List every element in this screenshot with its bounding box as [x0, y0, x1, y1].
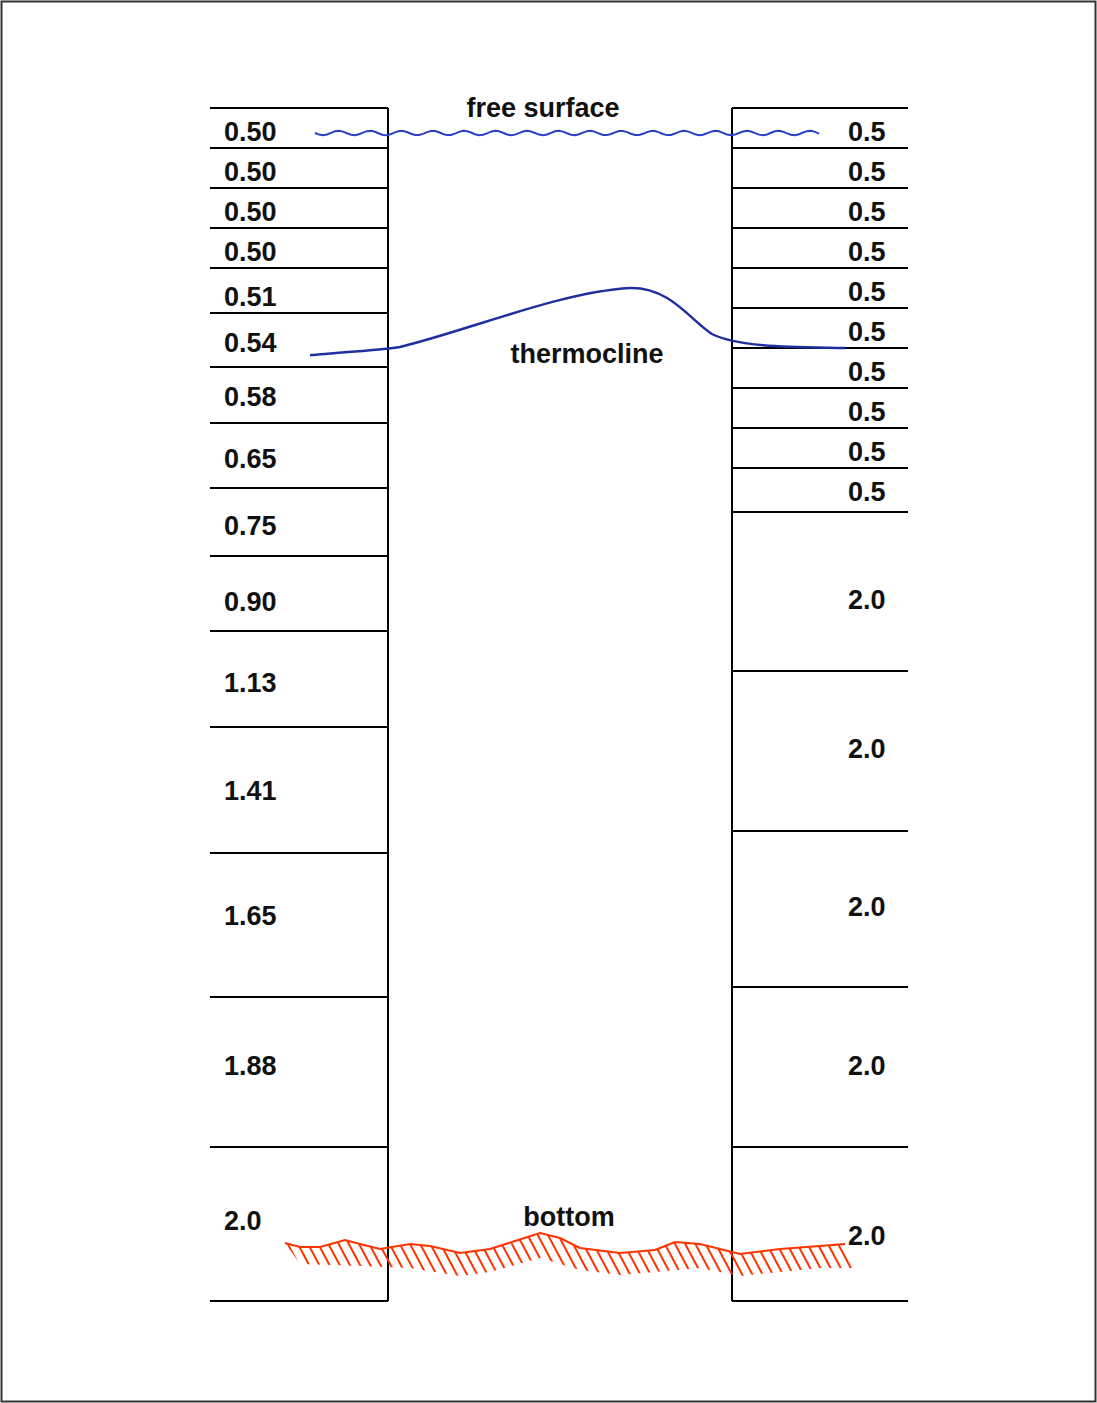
thermocline-label: thermocline [510, 339, 663, 369]
layer-thickness: 2.0 [848, 1051, 886, 1081]
bottom-line [285, 1233, 845, 1254]
layer-thickness: 1.41 [224, 776, 277, 806]
variable-grid [210, 108, 388, 1301]
layer-thickness: 0.54 [224, 328, 277, 358]
layer-thickness: 0.5 [848, 277, 886, 307]
layer-thickness: 2.0 [848, 585, 886, 615]
layer-thickness: 0.5 [848, 237, 886, 267]
layer-thickness: 0.51 [224, 282, 277, 312]
layer-thickness: 1.65 [224, 901, 277, 931]
layer-thickness: 0.75 [224, 511, 277, 541]
layer-thickness: 2.0 [224, 1206, 262, 1236]
surface-label: free surface [466, 93, 619, 123]
bottom-label: bottom [523, 1202, 614, 1232]
free-surface-line [315, 131, 819, 135]
uniform-grid [732, 108, 908, 1301]
layer-thickness: 0.50 [224, 237, 277, 267]
layer-thickness: 0.5 [848, 477, 886, 507]
layer-thickness: 0.90 [224, 587, 277, 617]
layer-thickness: 1.13 [224, 668, 277, 698]
layer-thickness: 0.50 [224, 157, 277, 187]
bottom-hatching [285, 1233, 858, 1276]
layer-thickness: 0.5 [848, 397, 886, 427]
layer-thickness: 1.88 [224, 1051, 277, 1081]
layer-thickness: 0.5 [848, 157, 886, 187]
layer-thickness: 2.0 [848, 892, 886, 922]
layer-thickness: 2.0 [848, 1221, 886, 1251]
layer-thickness: 0.5 [848, 197, 886, 227]
layer-thickness: 0.58 [224, 382, 277, 412]
layer-thickness: 0.50 [224, 117, 277, 147]
layer-thickness: 0.5 [848, 317, 886, 347]
layer-thickness: 0.5 [848, 117, 886, 147]
layer-thickness: 2.0 [848, 734, 886, 764]
layer-thickness: 0.50 [224, 197, 277, 227]
layer-thickness: 0.5 [848, 437, 886, 467]
layer-thickness: 0.65 [224, 444, 277, 474]
layer-thickness: 0.5 [848, 357, 886, 387]
